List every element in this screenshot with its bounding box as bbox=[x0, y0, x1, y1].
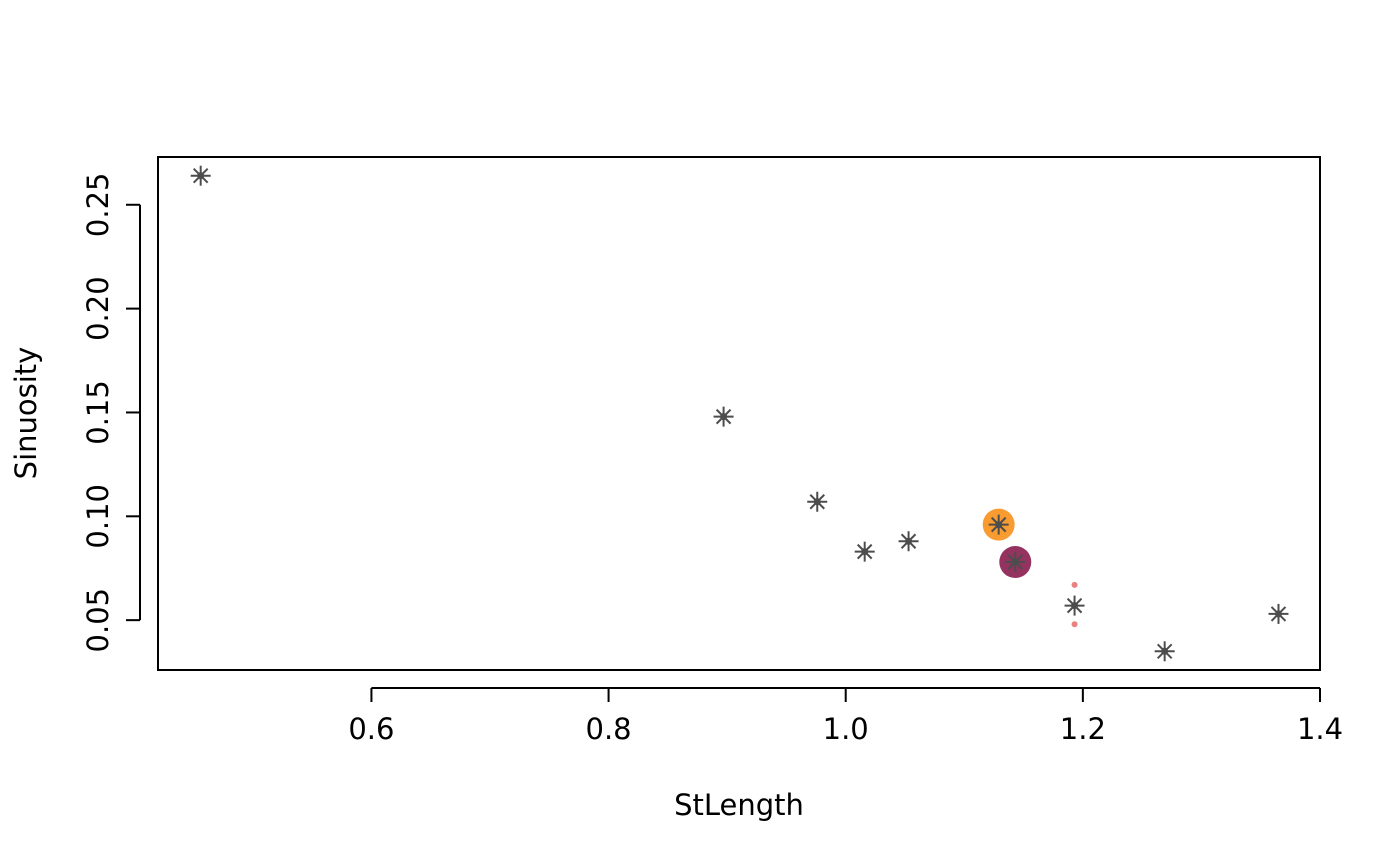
x-tick-label: 1.0 bbox=[823, 712, 869, 746]
asterisk-point bbox=[1064, 595, 1085, 616]
y-tick-label: 0.10 bbox=[81, 484, 115, 549]
plot-frame bbox=[157, 156, 1321, 671]
small-dot-point bbox=[1071, 581, 1078, 588]
points-layer bbox=[190, 165, 1289, 662]
y-tick-label: 0.15 bbox=[81, 380, 115, 445]
asterisk-point bbox=[190, 165, 211, 186]
asterisk-point bbox=[1268, 603, 1289, 624]
y-tick-label: 0.05 bbox=[81, 588, 115, 653]
y-axis: 0.05 0.10 0.15 0.20 0.25 bbox=[81, 172, 141, 653]
small-dot-point bbox=[1071, 621, 1078, 628]
y-tick-label: 0.25 bbox=[81, 172, 115, 237]
y-tick-label: 0.20 bbox=[81, 276, 115, 341]
asterisk-point bbox=[898, 531, 919, 552]
asterisk-point bbox=[1005, 552, 1026, 572]
x-axis-title: StLength bbox=[674, 788, 804, 822]
x-tick-label: 0.8 bbox=[586, 712, 632, 746]
x-axis: 0.6 0.8 1.0 1.2 1.4 bbox=[348, 687, 1343, 746]
asterisk-point bbox=[854, 541, 875, 562]
x-tick-label: 0.6 bbox=[348, 712, 394, 746]
y-axis-title: Sinuosity bbox=[9, 347, 43, 480]
asterisk-point bbox=[713, 406, 734, 427]
x-tick-label: 1.4 bbox=[1297, 712, 1343, 746]
asterisk-point bbox=[1154, 641, 1175, 662]
x-tick-label: 1.2 bbox=[1060, 712, 1106, 746]
asterisk-point bbox=[988, 514, 1009, 535]
asterisk-point bbox=[807, 491, 828, 512]
